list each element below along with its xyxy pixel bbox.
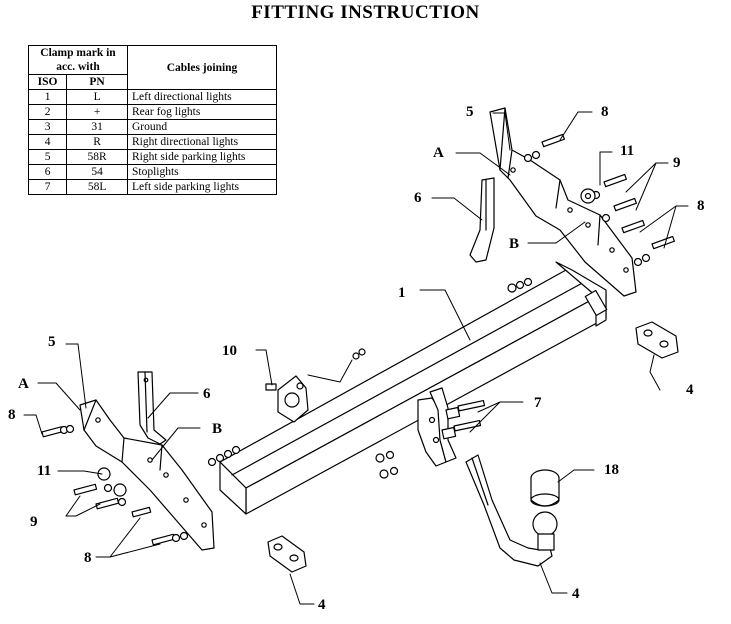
label-bolts-right: 8 [697,198,705,214]
label-bracket-left: 5 [48,334,56,350]
label-strap-right: 6 [414,190,422,206]
label-washers-left: 9 [30,514,38,530]
label-socket-bolt: 10 [222,343,237,359]
label-point-b-left: B [212,421,223,437]
label-point-a-right: A [433,145,444,161]
cell-desc: Left side parking lights [127,179,277,195]
cell-pn: 58R [66,149,128,165]
table-row: 4 R Right directional lights [27,134,277,150]
label-main-bar: 1 [398,285,406,301]
cell-desc: Right side parking lights [127,149,277,165]
label-ball-neck: 4 [572,586,580,602]
socket-plate [265,348,366,423]
header-pn: PN [66,74,128,90]
label-ball-cover: 18 [604,462,619,478]
label-plate-right: 4 [686,382,694,398]
bolts-left [41,424,241,546]
table-row: 2 + Rear fog lights [27,104,277,120]
page-title: FITTING INSTRUCTION [251,2,480,23]
label-point-b-right: B [509,236,520,252]
label-bracket-right: 5 [466,104,474,120]
table-row: 7 58L Left side parking lights [27,179,277,195]
label-spacer-left: 11 [37,463,52,479]
label-strap-left: 6 [203,386,211,402]
label-point-a-left: A [18,376,29,392]
label-bolt-left: 8 [8,407,16,423]
leader-lines [23,111,689,605]
bracket-left [79,399,215,551]
plate-right [635,321,679,359]
center-mount [375,387,486,479]
table-row: 5 58R Right side parking lights [27,149,277,165]
cell-iso: 7 [27,179,68,195]
plate-bottom [267,535,307,573]
header-clamp-mark: Clamp mark in acc. with [28,45,128,75]
ball-neck [465,454,560,567]
label-spacer-right: 11 [620,143,635,159]
table-row: 3 31 Ground [27,119,277,135]
label-bolt-top-right: 8 [601,104,609,120]
bolts-right [507,133,675,293]
label-bolts-left-bottom: 8 [84,550,92,566]
label-washers-right: 9 [673,155,681,171]
label-bolts-center: 7 [534,395,542,411]
cable-legend-table: Clamp mark in acc. with Cables joining I… [27,45,277,195]
bracket-right [489,107,637,297]
label-plate-bottom: 4 [318,597,326,613]
strap-left [137,371,167,445]
